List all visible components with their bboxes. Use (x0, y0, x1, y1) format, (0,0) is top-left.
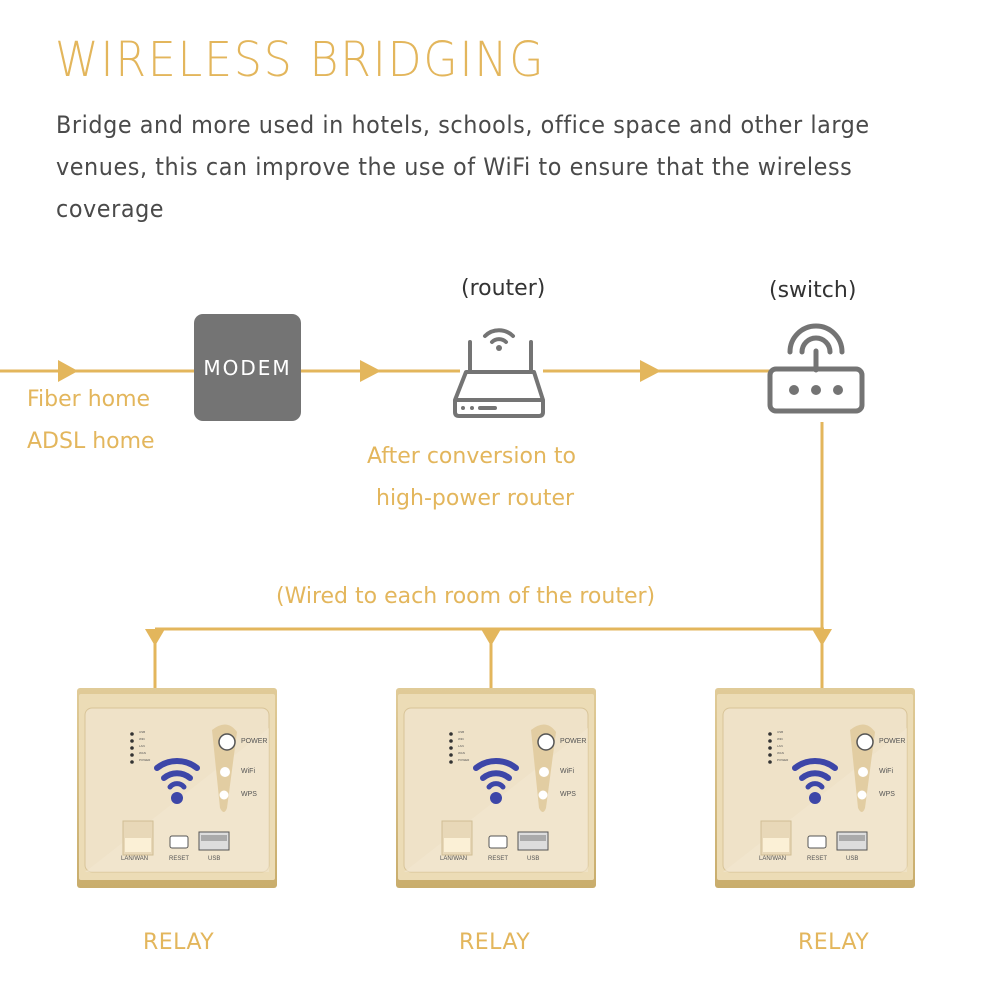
led-indicators (130, 732, 134, 764)
router-note-line-1: After conversion to (367, 444, 576, 469)
led-indicators (768, 732, 772, 764)
wired-caption: (Wired to each room of the router) (276, 584, 656, 609)
router-caption: (router) (461, 276, 546, 301)
relay-device-3: USB WiFi LAN WAN POWER POWER WiFi WPS LA… (715, 688, 915, 888)
usb-port-label: USB (208, 856, 221, 862)
led-label: LAN (777, 744, 783, 748)
usb-port-label: USB (846, 856, 859, 862)
wifi-icon (792, 757, 838, 790)
page-title: WIRELESS BRIDGING (55, 32, 546, 88)
led-label: WAN (458, 751, 465, 755)
arrow-right-icon (640, 360, 661, 382)
wps-button-label: WPS (560, 791, 576, 798)
wifi-button-label: WiFi (560, 768, 574, 775)
led-label: WiFi (458, 737, 464, 741)
arrow-right-icon (360, 360, 381, 382)
relay-label-2: RELAY (459, 930, 531, 955)
relay-device-1: USB WiFi LAN WAN POWER POWER WiFi WPS LA… (77, 688, 277, 888)
led-label: LAN (139, 744, 145, 748)
lan-wan-port-label: LAN/WAN (759, 856, 787, 862)
router-icon (453, 328, 545, 418)
led-label: WiFi (777, 737, 783, 741)
modem-label: MODEM (203, 355, 292, 380)
led-label: WAN (139, 751, 146, 755)
switch-icon (767, 323, 865, 414)
usb-port-label: USB (527, 856, 540, 862)
led-label: LAN (458, 744, 464, 748)
led-label: USB (777, 730, 784, 734)
arrow-down-icon (481, 629, 501, 646)
reset-port-label: RESET (169, 856, 190, 862)
led-label: USB (458, 730, 465, 734)
arrow-down-icon (145, 629, 165, 646)
reset-port-label: RESET (488, 856, 509, 862)
power-button-label: POWER (560, 738, 587, 745)
relay-panel (77, 688, 277, 888)
relay-panel (715, 688, 915, 888)
relay-panel (396, 688, 596, 888)
lan-wan-port-label: LAN/WAN (440, 856, 468, 862)
led-indicators (449, 732, 453, 764)
relay-label-1: RELAY (143, 930, 215, 955)
modem-box: MODEM (194, 314, 301, 421)
input-label-adsl: ADSL home (27, 429, 155, 454)
led-label: USB (139, 730, 146, 734)
arrow-down-icon (812, 629, 832, 646)
led-label: WAN (777, 751, 784, 755)
led-label: POWER (139, 758, 151, 762)
relay-label-3: RELAY (798, 930, 870, 955)
wifi-button-label: WiFi (241, 768, 255, 775)
wifi-icon (154, 757, 200, 790)
led-label: POWER (458, 758, 470, 762)
reset-port-label: RESET (807, 856, 828, 862)
input-label-fiber: Fiber home (27, 387, 151, 412)
led-label: WiFi (139, 737, 145, 741)
lan-wan-port-label: LAN/WAN (121, 856, 149, 862)
switch-caption: (switch) (769, 278, 857, 303)
power-button-label: POWER (879, 738, 906, 745)
relay-device-2: USB WiFi LAN WAN POWER POWER WiFi WPS LA… (396, 688, 596, 888)
wifi-button-label: WiFi (879, 768, 893, 775)
router-note-line-2: high-power router (376, 486, 575, 511)
page-description: Bridge and more used in hotels, schools,… (56, 111, 870, 223)
arrow-right-icon (58, 360, 78, 382)
power-button-label: POWER (241, 738, 268, 745)
wifi-icon (473, 757, 519, 790)
wps-button-label: WPS (241, 791, 257, 798)
wps-button-label: WPS (879, 791, 895, 798)
led-label: POWER (777, 758, 789, 762)
